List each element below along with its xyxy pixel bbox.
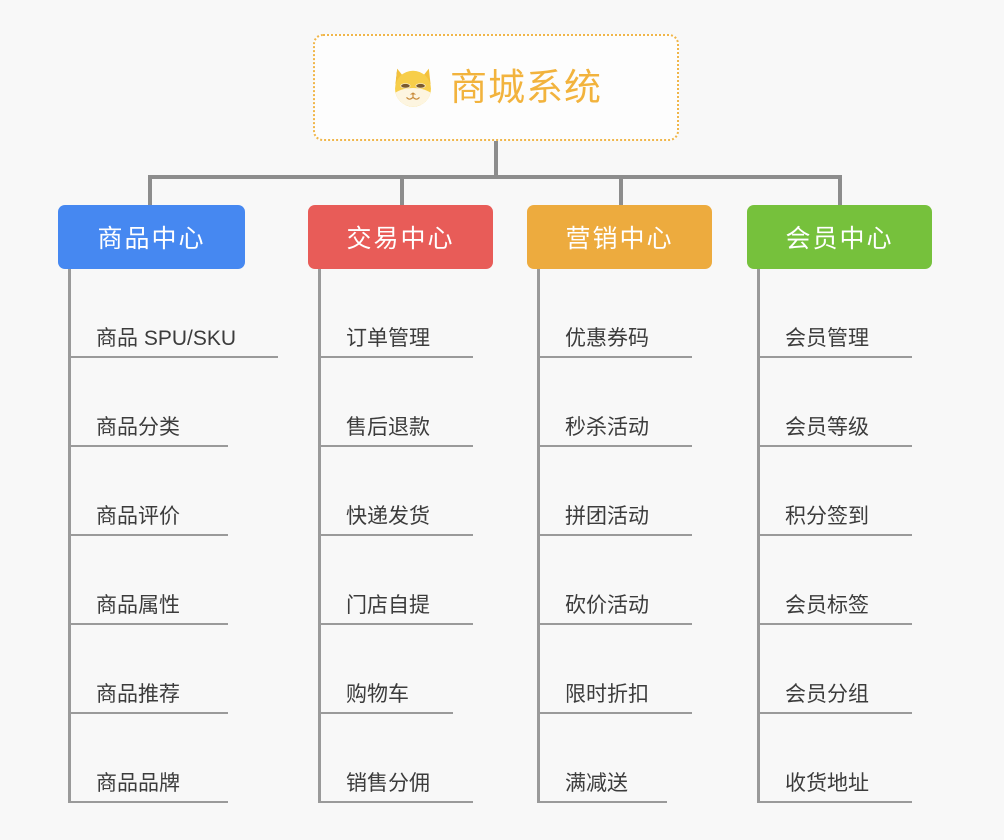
category-column: 会员中心会员管理会员等级积分签到会员标签会员分组收货地址 — [747, 205, 977, 803]
leaf-item-label: 限时折扣 — [565, 683, 649, 706]
leaf-item-label: 优惠券码 — [565, 327, 649, 350]
leaf-item[interactable]: 售后退款 — [308, 358, 538, 447]
column-spine — [318, 269, 321, 803]
leaf-item-rule — [318, 445, 473, 447]
leaf-item-label: 秒杀活动 — [565, 416, 649, 439]
leaf-item-label: 售后退款 — [346, 416, 430, 439]
leaf-item-label: 拼团活动 — [565, 505, 649, 528]
category-title: 营销中心 — [565, 225, 674, 253]
leaf-item[interactable]: 商品分类 — [58, 358, 288, 447]
leaf-item-label: 收货地址 — [785, 772, 869, 795]
leaf-item[interactable]: 商品评价 — [58, 447, 288, 536]
category-title: 交易中心 — [346, 225, 455, 253]
leaf-item-label: 会员标签 — [785, 594, 869, 617]
leaf-item-rule — [537, 712, 692, 714]
leaf-item-label: 商品 SPU/SKU — [96, 327, 237, 350]
leaf-item[interactable]: 销售分佣 — [308, 714, 538, 803]
leaf-item-label: 会员分组 — [785, 683, 869, 706]
category-column: 交易中心订单管理售后退款快递发货门店自提购物车销售分佣 — [308, 205, 538, 803]
leaf-item-rule — [757, 445, 912, 447]
leaf-item-label: 积分签到 — [785, 505, 869, 528]
leaf-item[interactable]: 拼团活动 — [527, 447, 757, 536]
leaf-item-rule — [68, 445, 228, 447]
leaf-item-rule — [757, 623, 912, 625]
leaf-item-rule — [537, 445, 692, 447]
category-title: 会员中心 — [785, 225, 894, 253]
leaf-item-label: 商品评价 — [96, 505, 180, 528]
root-stem-connector — [494, 141, 498, 178]
category-header-2[interactable]: 交易中心 — [308, 205, 493, 269]
category-column: 营销中心优惠券码秒杀活动拼团活动砍价活动限时折扣满减送 — [527, 205, 757, 803]
leaf-item[interactable]: 购物车 — [308, 625, 538, 714]
leaf-item-rule — [68, 801, 228, 803]
category-header-3[interactable]: 营销中心 — [527, 205, 712, 269]
leaf-item-label: 购物车 — [346, 683, 409, 706]
leaf-item-label: 满减送 — [565, 772, 628, 795]
leaf-item-label: 砍价活动 — [565, 594, 649, 617]
leaf-item[interactable]: 优惠券码 — [527, 269, 757, 358]
leaf-item[interactable]: 商品属性 — [58, 536, 288, 625]
leaf-item[interactable]: 会员管理 — [747, 269, 977, 358]
leaf-item[interactable]: 门店自提 — [308, 536, 538, 625]
leaf-item[interactable]: 砍价活动 — [527, 536, 757, 625]
leaf-item-rule — [318, 712, 453, 714]
drop-connector-1 — [148, 175, 152, 205]
leaf-item-rule — [757, 356, 912, 358]
leaf-item[interactable]: 积分签到 — [747, 447, 977, 536]
leaf-item[interactable]: 商品品牌 — [58, 714, 288, 803]
leaf-item-label: 会员等级 — [785, 416, 869, 439]
leaf-item-label: 销售分佣 — [346, 772, 430, 795]
leaf-item-rule — [757, 801, 912, 803]
category-header-1[interactable]: 商品中心 — [58, 205, 245, 269]
leaf-item-rule — [318, 801, 473, 803]
leaf-item[interactable]: 限时折扣 — [527, 625, 757, 714]
leaf-item-label: 商品属性 — [96, 594, 180, 617]
category-title: 商品中心 — [97, 225, 206, 253]
leaf-item[interactable]: 满减送 — [527, 714, 757, 803]
column-spine — [537, 269, 540, 803]
leaf-item[interactable]: 秒杀活动 — [527, 358, 757, 447]
horizontal-bus-connector — [148, 175, 842, 179]
leaf-item-rule — [537, 356, 692, 358]
leaf-item[interactable]: 商品推荐 — [58, 625, 288, 714]
leaf-item-rule — [757, 712, 912, 714]
leaf-item-rule — [68, 712, 228, 714]
leaf-item-label: 订单管理 — [346, 327, 430, 350]
leaf-item[interactable]: 收货地址 — [747, 714, 977, 803]
column-spine — [68, 269, 71, 803]
leaf-item-rule — [68, 623, 228, 625]
leaf-item[interactable]: 订单管理 — [308, 269, 538, 358]
leaf-item[interactable]: 会员等级 — [747, 358, 977, 447]
leaf-item-label: 会员管理 — [785, 327, 869, 350]
column-spine — [757, 269, 760, 803]
leaf-item-rule — [318, 534, 473, 536]
leaf-item-rule — [68, 356, 278, 358]
leaf-item-label: 商品分类 — [96, 416, 180, 439]
drop-connector-3 — [619, 175, 623, 205]
leaf-item-label: 商品推荐 — [96, 683, 180, 706]
leaf-item-rule — [68, 534, 228, 536]
leaf-item-rule — [537, 623, 692, 625]
drop-connector-4 — [838, 175, 842, 205]
leaf-item-rule — [318, 356, 473, 358]
leaf-item-rule — [318, 623, 473, 625]
leaf-item-label: 商品品牌 — [96, 772, 180, 795]
category-header-4[interactable]: 会员中心 — [747, 205, 932, 269]
root-node[interactable]: 商城系统 — [313, 34, 679, 141]
leaf-item[interactable]: 商品 SPU/SKU — [58, 269, 288, 358]
leaf-item[interactable]: 快递发货 — [308, 447, 538, 536]
root-title: 商城系统 — [450, 67, 602, 108]
leaf-item-label: 门店自提 — [346, 594, 430, 617]
leaf-item-label: 快递发货 — [346, 505, 430, 528]
leaf-item-rule — [537, 534, 692, 536]
leaf-item[interactable]: 会员标签 — [747, 536, 977, 625]
leaf-item-rule — [757, 534, 912, 536]
shiba-dog-icon — [390, 65, 436, 111]
drop-connector-2 — [400, 175, 404, 205]
leaf-item[interactable]: 会员分组 — [747, 625, 977, 714]
category-column: 商品中心商品 SPU/SKU 商品分类商品评价商品属性商品推荐商品品牌 — [58, 205, 288, 803]
leaf-item-rule — [537, 801, 667, 803]
